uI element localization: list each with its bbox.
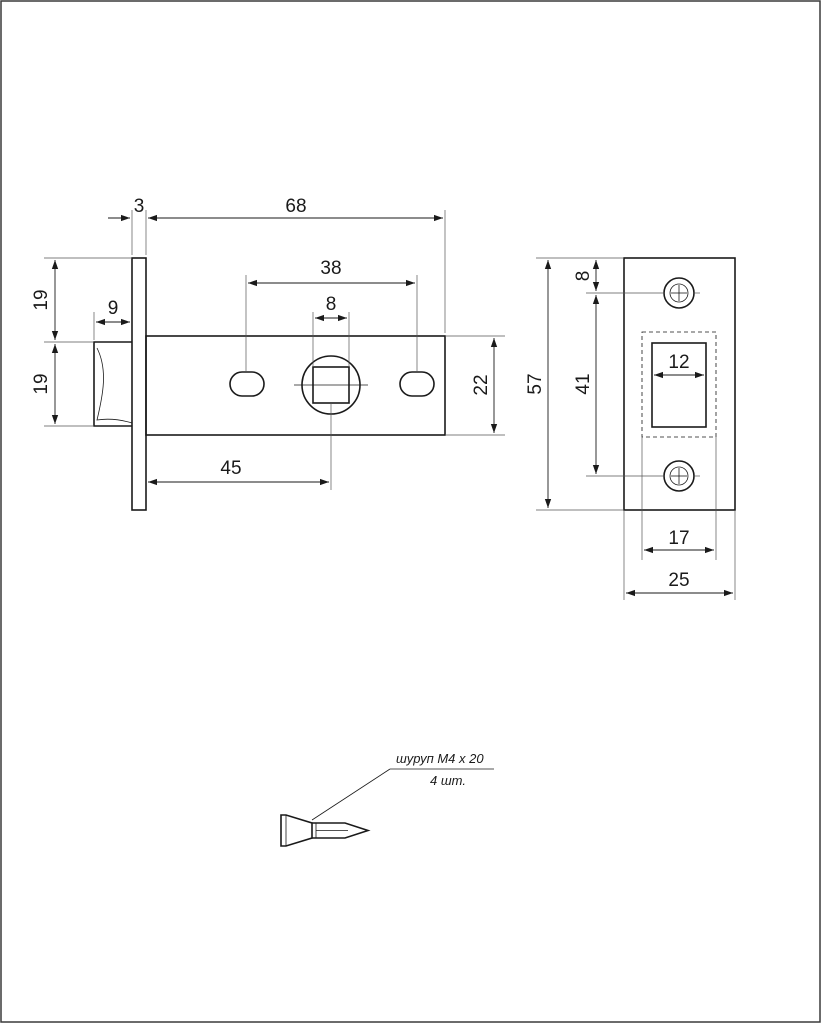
- dim-text-8: 8: [326, 294, 337, 315]
- strike-recess-dashed: [641, 331, 717, 438]
- latch-body: [145, 335, 446, 436]
- dim-text-17: 17: [668, 528, 689, 549]
- latch-slot-left: [229, 371, 265, 397]
- dim-text-3: 3: [134, 196, 145, 217]
- dim-text-38: 38: [320, 258, 341, 279]
- dim-text-12: 12: [668, 352, 689, 373]
- latch-bolt-bevel: [96, 347, 133, 424]
- screw-shank: [312, 822, 371, 839]
- latch-faceplate: [131, 257, 147, 511]
- dim-text-22: 22: [471, 374, 492, 395]
- screw-leader-line: [311, 768, 391, 821]
- dim-text-45: 45: [220, 458, 241, 479]
- strike-hole-top: [663, 277, 695, 309]
- dim-text-25: 25: [668, 570, 689, 591]
- dim-text-68: 68: [285, 196, 306, 217]
- latch-slot-right: [399, 371, 435, 397]
- screw-drawing: шуруп М4 х 20 4 шт.: [280, 751, 494, 847]
- dim-text-8-strike: 8: [573, 271, 594, 282]
- latch-bolt: [93, 341, 132, 427]
- dim-text-57: 57: [525, 373, 546, 394]
- strike-hole-bottom: [663, 460, 695, 492]
- strike-opening: [651, 342, 707, 428]
- screw-note-line1: шуруп М4 х 20: [396, 751, 484, 766]
- screw-note-line2: 4 шт.: [430, 773, 466, 788]
- dim-text-19-bottom: 19: [31, 373, 52, 394]
- dim-text-9: 9: [108, 298, 119, 319]
- dim-text-19-top: 19: [31, 289, 52, 310]
- dim-text-41: 41: [573, 373, 594, 394]
- latch-side-view: 3 68 38 8 19 19 9 22 45: [31, 196, 505, 511]
- strike-plate: [623, 257, 736, 511]
- strike-plate-view: 57 8 41 12 17 25: [525, 257, 736, 600]
